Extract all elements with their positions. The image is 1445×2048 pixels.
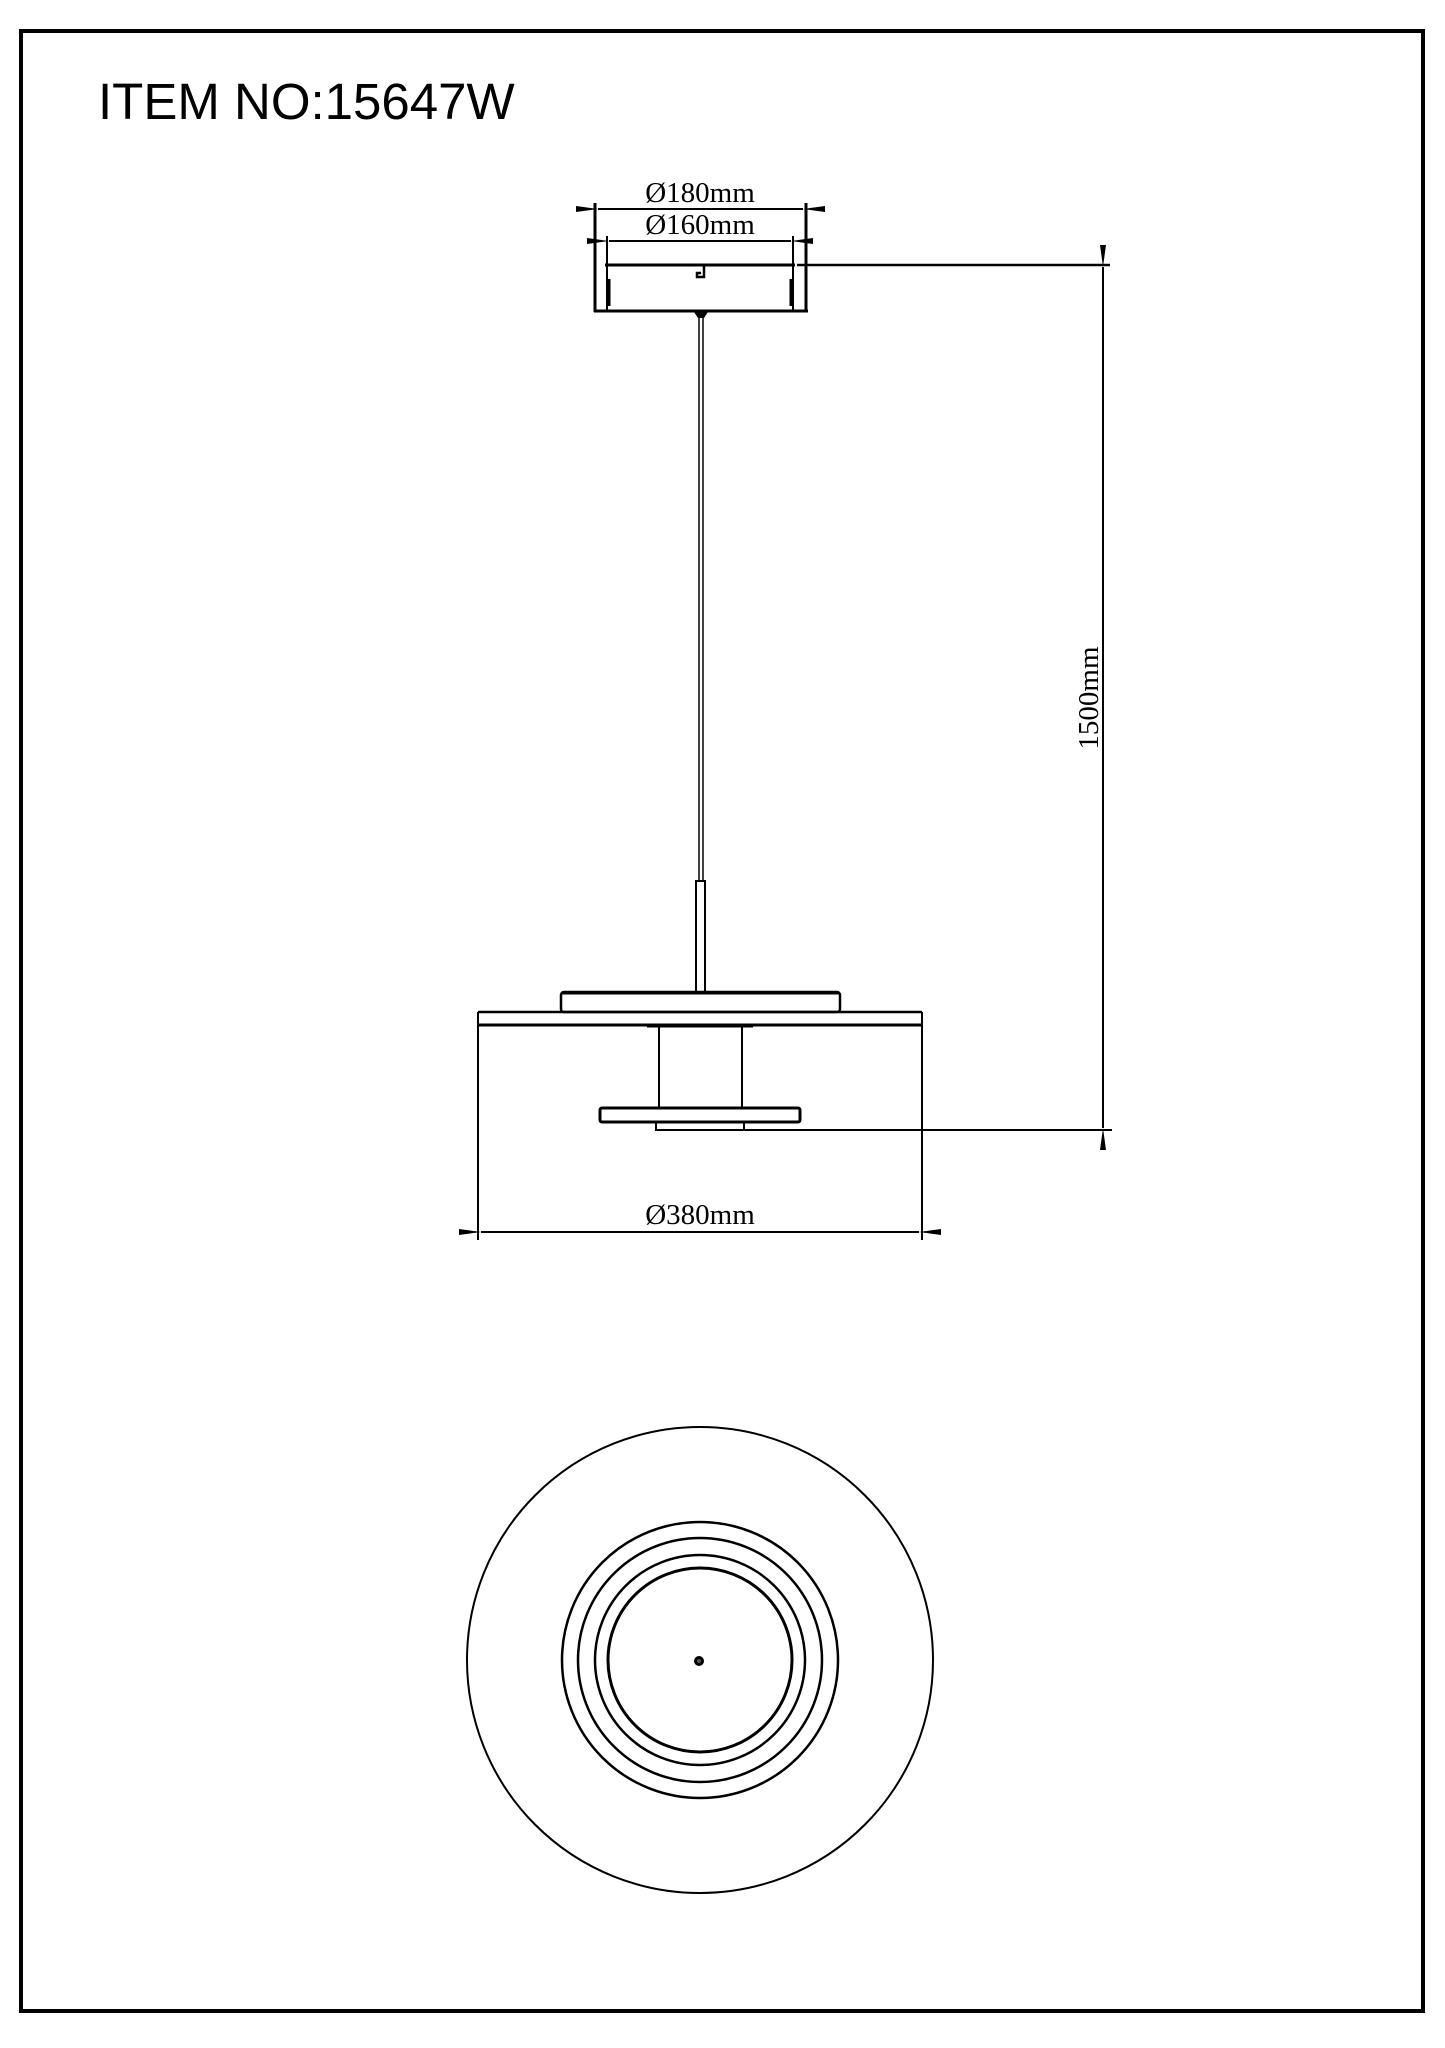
front-elevation-view: Ø180mm Ø160mm 1500mm Ø380mm bbox=[459, 177, 1112, 1240]
mounting-bracket-icon bbox=[695, 266, 706, 279]
cylinder-outer-outline bbox=[593, 1553, 807, 1767]
dimension-label-overall-height: 1500mm bbox=[1073, 646, 1105, 750]
dimension-label-shade-diameter: Ø380mm bbox=[645, 1199, 755, 1231]
dimension-canopy-outer: Ø180mm bbox=[576, 177, 825, 212]
dimension-shade-diameter: Ø380mm bbox=[459, 1199, 941, 1235]
dimension-label-canopy-inner: Ø160mm bbox=[645, 209, 755, 241]
upper-disc-outline bbox=[560, 1520, 840, 1800]
center-cylinder bbox=[647, 1024, 753, 1109]
dimension-overall-height: 1500mm bbox=[745, 245, 1112, 1150]
cord-sleeve bbox=[695, 880, 706, 993]
item-number-title: ITEM NO:15647W bbox=[98, 73, 515, 130]
suspension-cord bbox=[694, 312, 708, 882]
bottom-cap bbox=[655, 1121, 745, 1131]
cylinder-inner-outline bbox=[606, 1566, 794, 1754]
ceiling-canopy bbox=[593, 203, 808, 313]
sheet-border bbox=[19, 29, 1425, 2013]
lower-disc-outline bbox=[576, 1536, 824, 1784]
lower-disc bbox=[598, 1106, 802, 1124]
dimension-canopy-inner: Ø160mm bbox=[587, 209, 813, 244]
upper-disc bbox=[559, 990, 842, 1014]
top-plan-view bbox=[466, 1426, 934, 1894]
dimension-label-canopy-outer: Ø180mm bbox=[645, 177, 755, 209]
shade-outline bbox=[466, 1426, 934, 1894]
